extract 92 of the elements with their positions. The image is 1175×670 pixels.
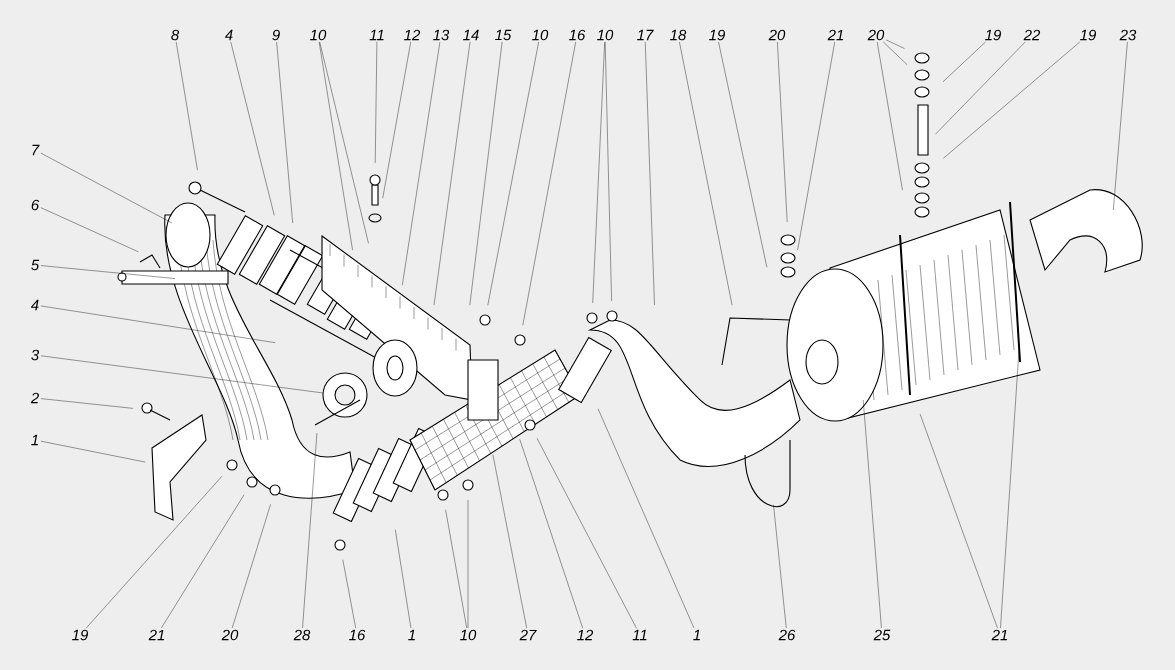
leader-line	[777, 41, 788, 223]
callout-number: 14	[463, 29, 479, 41]
callout-number: 19	[709, 29, 725, 41]
leader-line	[161, 494, 245, 629]
callout-number: 15	[495, 29, 512, 41]
leader-line	[232, 504, 271, 629]
callout-number: 9	[272, 29, 280, 41]
leader-line	[797, 41, 835, 251]
callout-number: 25	[873, 629, 891, 641]
callout-number: 16	[349, 629, 366, 641]
leader-line	[773, 504, 787, 629]
callout-number: 20	[221, 629, 239, 641]
leader-line	[319, 41, 369, 244]
leader-line	[86, 476, 223, 629]
leader-line	[342, 559, 356, 629]
leader-line	[433, 41, 471, 306]
callout-number: 12	[404, 29, 421, 41]
callout-number: 22	[1023, 29, 1041, 41]
leader-line	[592, 41, 605, 304]
callout-number: 18	[670, 29, 687, 41]
callout-number: 11	[632, 629, 647, 641]
callout-number: 12	[577, 629, 594, 641]
leader-line	[492, 454, 527, 629]
leader-line	[885, 39, 905, 49]
callout-number: 5	[31, 259, 40, 271]
leader-line	[522, 41, 576, 326]
leader-line	[175, 41, 198, 171]
leader-line	[645, 41, 655, 306]
callout-number: 21	[827, 29, 844, 41]
leader-line	[469, 41, 503, 306]
callout-number: 20	[768, 29, 786, 41]
callout-number: 26	[778, 629, 796, 641]
callout-number: 11	[369, 29, 384, 41]
leader-line	[445, 509, 467, 629]
callout-number: 2	[30, 392, 39, 404]
leader-line	[40, 305, 276, 343]
callout-number: 1	[693, 629, 700, 641]
callout-number: 19	[72, 629, 88, 641]
callout-number: 21	[148, 629, 165, 641]
callout-number: 8	[171, 29, 180, 41]
leader-line	[883, 41, 908, 65]
leader-line	[375, 41, 378, 164]
leader-line	[276, 41, 293, 224]
leader-line	[40, 398, 134, 409]
leader-line	[1000, 349, 1020, 629]
callout-number: 1	[31, 434, 38, 446]
leader-line	[604, 41, 612, 302]
callout-number: 20	[867, 29, 885, 41]
callout-number: 21	[991, 629, 1008, 641]
leader-line	[382, 41, 411, 199]
leader-line	[402, 41, 441, 286]
leader-line	[877, 41, 903, 191]
leader-line	[943, 41, 1080, 159]
callout-number: 10	[597, 29, 614, 41]
leader-line	[597, 408, 695, 629]
callout-number: 19	[985, 29, 1001, 41]
callout-number: 10	[310, 29, 327, 41]
callout-number: 19	[1080, 29, 1096, 41]
leader-line	[40, 207, 139, 252]
leader-line	[1113, 41, 1128, 211]
callout-number: 4	[30, 299, 39, 311]
leader-line	[536, 438, 637, 629]
leader-line	[487, 41, 539, 306]
leader-line	[40, 265, 176, 279]
callout-number: 10	[460, 629, 477, 641]
leader-line	[919, 413, 998, 629]
callout-number: 6	[31, 199, 40, 211]
leader-line	[40, 152, 172, 224]
callout-number: 1	[408, 629, 415, 641]
callout-number: 16	[569, 29, 586, 41]
callout-number: 10	[532, 29, 549, 41]
callout-number: 4	[224, 29, 233, 41]
leader-line	[40, 440, 146, 463]
leader-line	[302, 432, 318, 629]
leader-line	[942, 41, 986, 82]
leader-line	[40, 355, 324, 394]
leader-line	[863, 399, 882, 629]
leader-line	[395, 529, 412, 629]
leader-line	[467, 499, 469, 629]
callout-number: 3	[31, 349, 40, 361]
leader-line	[519, 439, 583, 629]
callout-number: 17	[637, 29, 654, 41]
leader-line	[935, 41, 1026, 135]
leader-line	[679, 41, 733, 306]
leader-line	[230, 41, 275, 216]
callout-number: 7	[32, 144, 40, 156]
callout-number: 27	[519, 629, 537, 641]
callout-number: 28	[293, 629, 311, 641]
leader-line	[318, 41, 353, 251]
callout-number: 13	[433, 29, 450, 41]
leader-line	[718, 41, 768, 268]
callout-number: 23	[1119, 29, 1137, 41]
